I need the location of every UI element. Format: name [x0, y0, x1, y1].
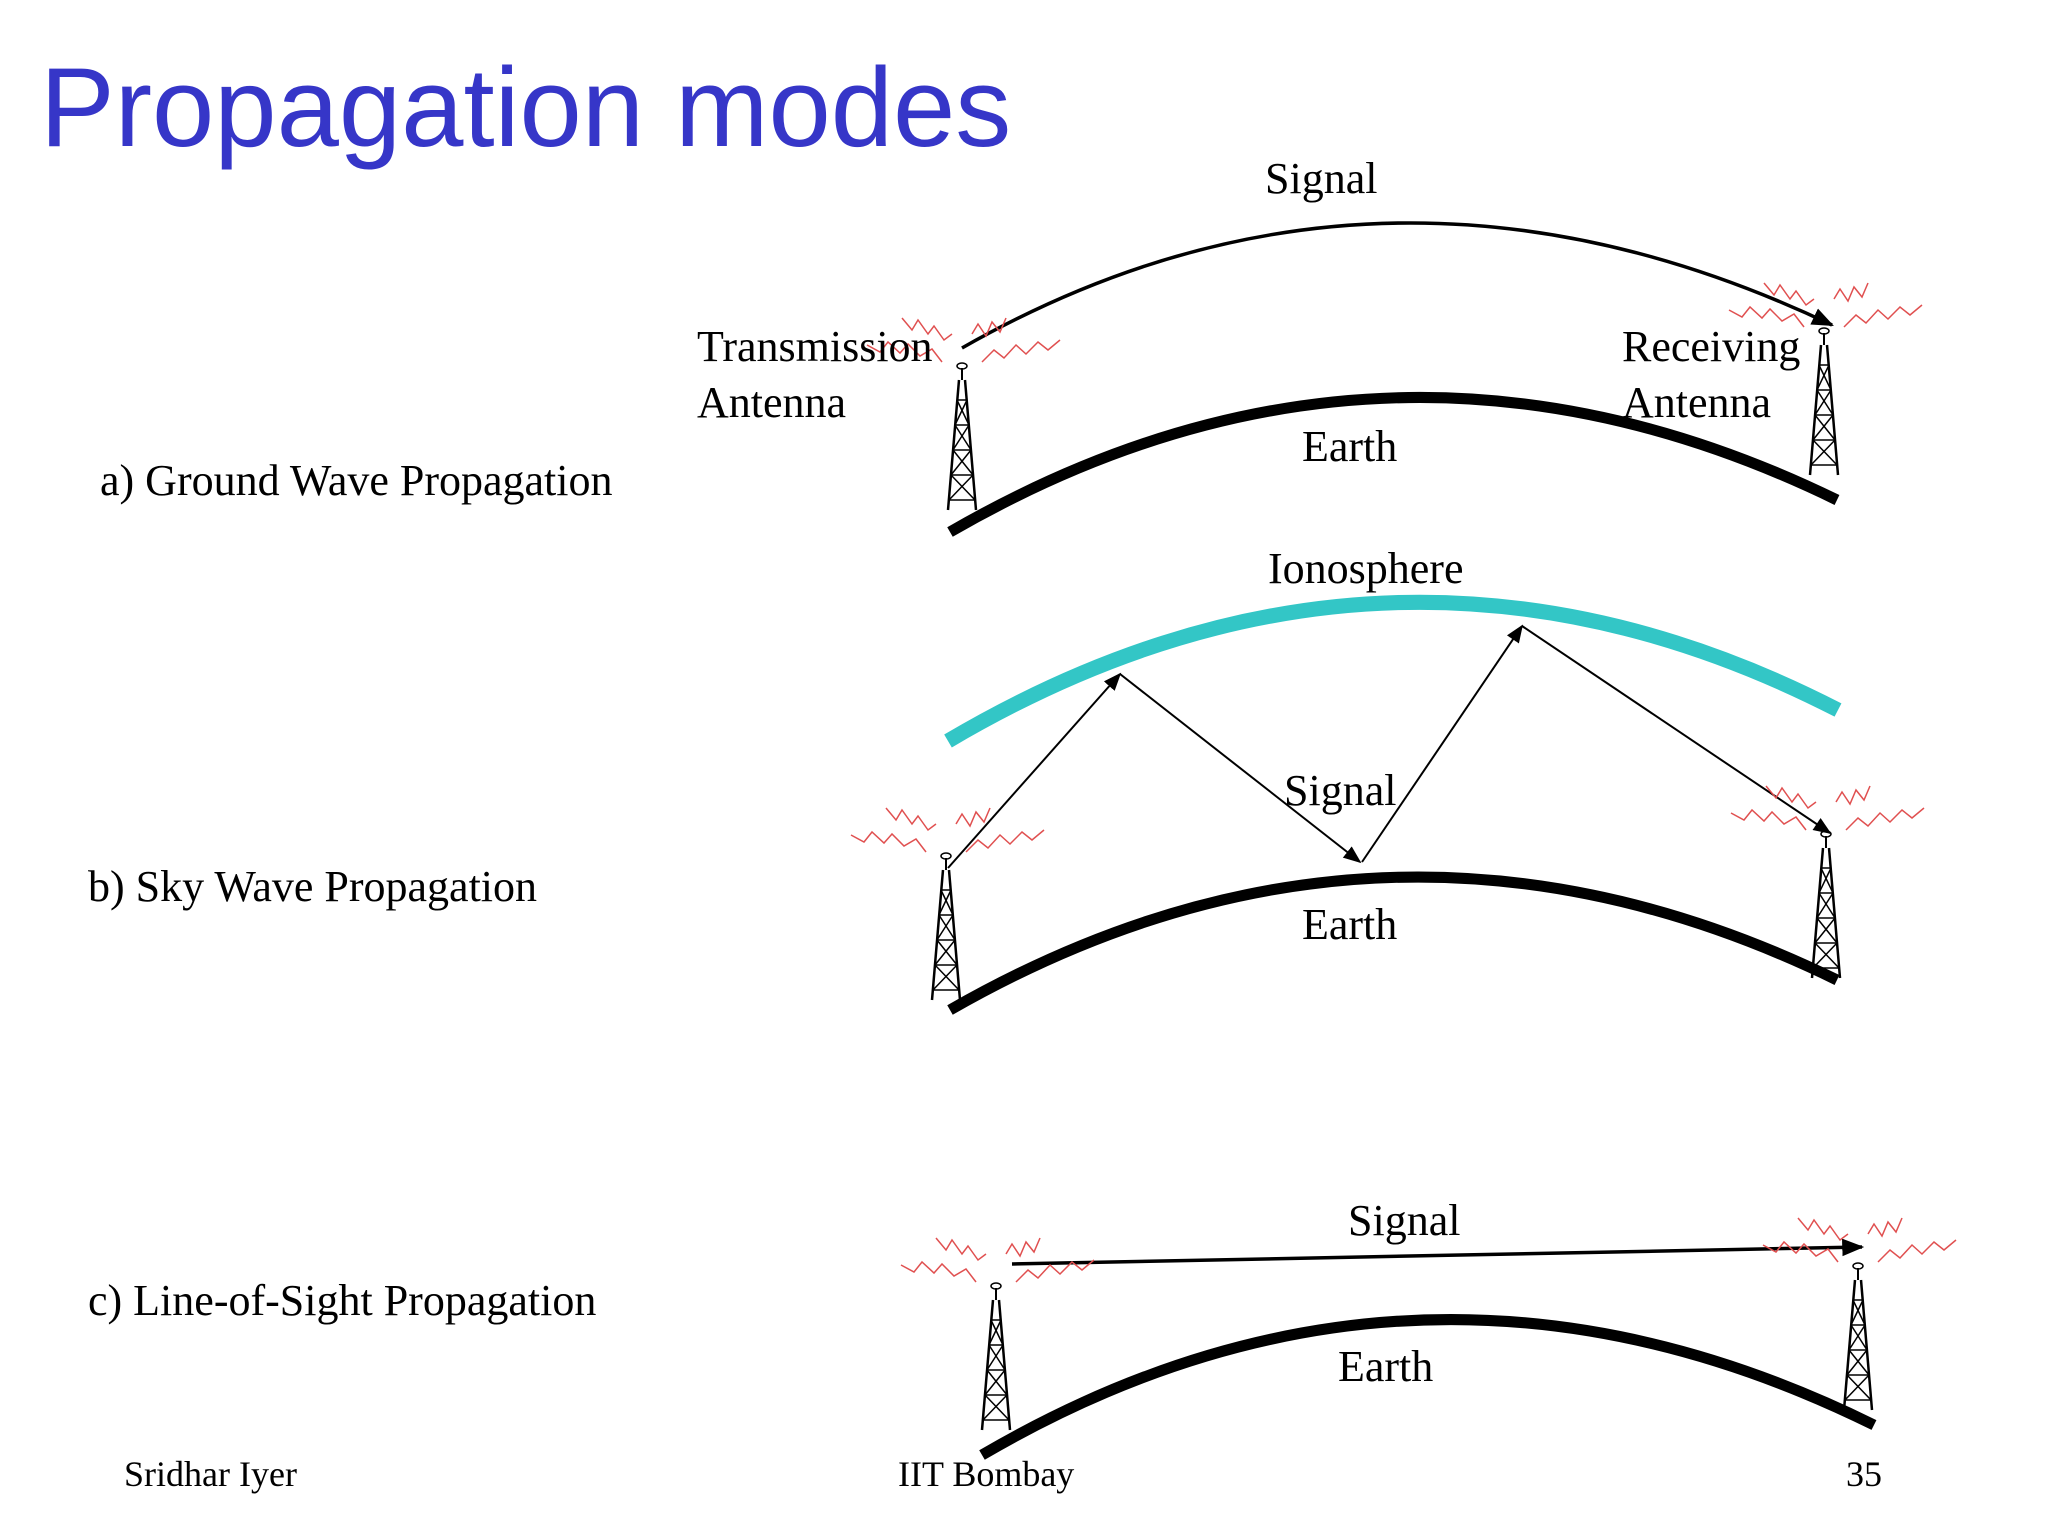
sky-signal-down-2 — [1521, 625, 1832, 835]
ground-wave-diagram — [866, 221, 1923, 537]
ground-wave-label: a) Ground Wave Propagation — [100, 456, 613, 505]
page-title: Propagation modes — [40, 45, 1012, 170]
sky-signal-down-1 — [1119, 673, 1362, 864]
radiation-zigzag-icon — [1730, 785, 1925, 831]
receiving-label-line1: Receiving — [1622, 322, 1801, 371]
transmission-label-line2: Antenna — [697, 378, 847, 427]
sky-signal-up-2 — [1361, 624, 1524, 863]
los-signal-label: Signal — [1348, 1196, 1461, 1245]
sky-wave-label: b) Sky Wave Propagation — [88, 862, 538, 911]
radiation-zigzag-icon — [900, 1237, 1095, 1283]
ground-signal-label: Signal — [1265, 154, 1378, 203]
earth-curve — [947, 871, 1840, 1015]
earth-curve — [979, 1314, 1877, 1460]
sky-signal-label: Signal — [1284, 766, 1397, 815]
line-of-sight-label: c) Line-of-Sight Propagation — [88, 1276, 597, 1325]
los-earth-label: Earth — [1338, 1342, 1434, 1391]
line-of-sight-diagram — [900, 1217, 1957, 1460]
footer-page-number: 35 — [1846, 1454, 1882, 1494]
sky-earth-label: Earth — [1302, 900, 1398, 949]
ground-signal-arrow — [961, 221, 1834, 350]
ionosphere-label: Ionosphere — [1268, 544, 1464, 593]
los-signal-arrow — [1011, 1238, 1865, 1266]
sky-wave-diagram — [850, 594, 1925, 1015]
ionosphere-curve — [944, 594, 1842, 748]
sky-signal-up-1 — [947, 672, 1122, 869]
radiation-zigzag-icon — [1762, 1217, 1957, 1263]
transmission-antenna-icon — [900, 1237, 1095, 1432]
footer-institution: IIT Bombay — [898, 1454, 1075, 1494]
receiving-label-line2: Antenna — [1622, 378, 1772, 427]
footer-author: Sridhar Iyer — [124, 1454, 297, 1494]
radiation-zigzag-icon — [850, 807, 1045, 853]
earth-curve — [947, 391, 1840, 537]
transmission-label-line1: Transmission — [697, 322, 933, 371]
ground-earth-label: Earth — [1302, 422, 1398, 471]
